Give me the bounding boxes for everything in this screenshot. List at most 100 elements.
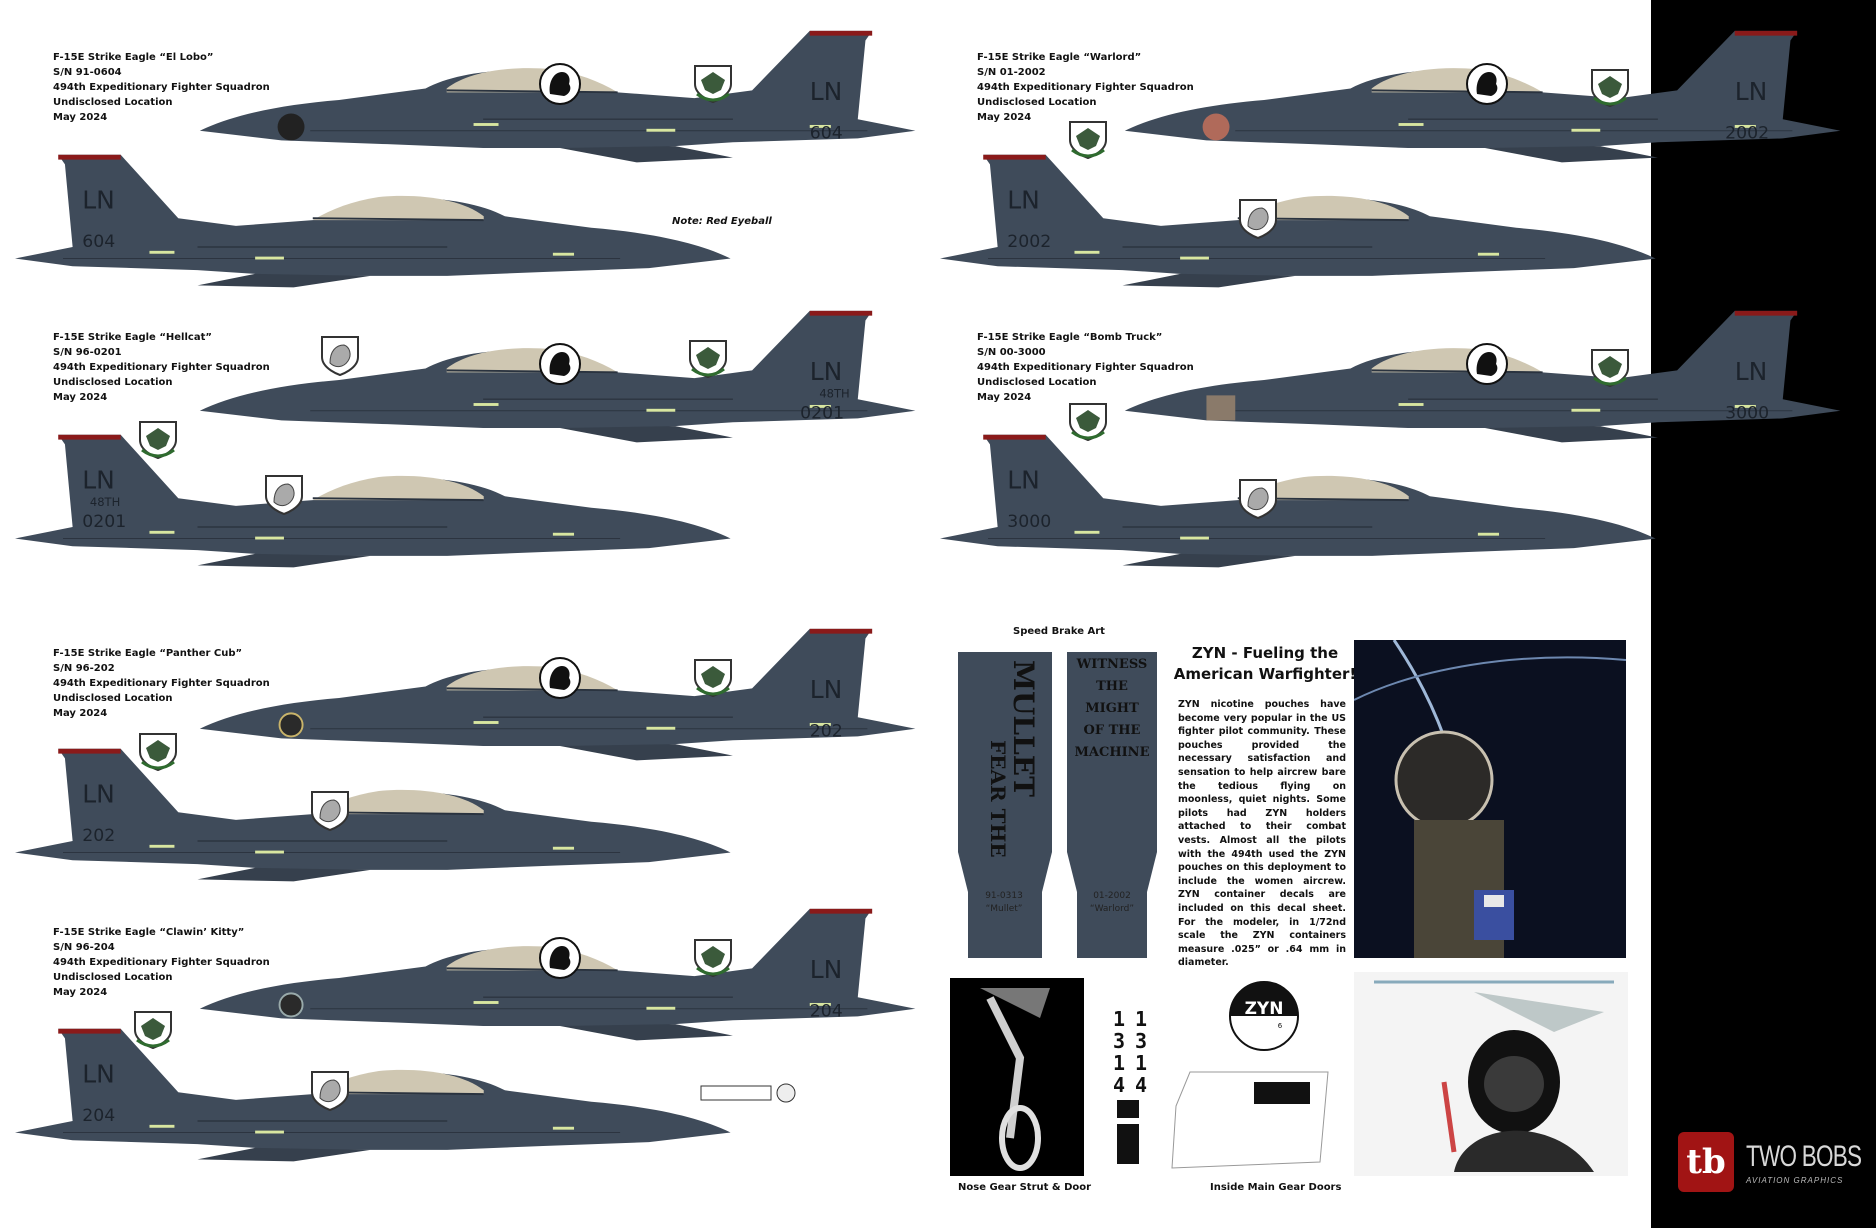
caption-serial: S/N 91-0604 (53, 67, 122, 78)
tail-extra: 48TH (819, 386, 849, 400)
tail-number: 2002 (1725, 123, 1769, 143)
aircraft-1-caption: F-15E Strike Eagle “El Lobo” S/N 91-0604… (53, 50, 270, 125)
caption-location: Undisclosed Location (53, 693, 173, 704)
aircraft-4-profile-left: LN 3000 (1120, 300, 1850, 460)
tail-number: 202 (810, 721, 843, 741)
tail-number: 2002 (1007, 232, 1051, 252)
panther-emblem (1466, 63, 1508, 105)
brake-left-caption: 91-0313 “Mullet” (985, 891, 1023, 914)
aircraft-6-caption: F-15E Strike Eagle “Clawin’ Kitty” S/N 9… (53, 925, 270, 1000)
speed-brake-title: Speed Brake Art (1013, 626, 1105, 637)
tail-code: LN (810, 955, 843, 984)
brake-art-witness: WITNESS THE MIGHT OF THE MACHINE (1074, 657, 1150, 760)
aircraft-6-profile-right: LN 204 (15, 1012, 745, 1182)
panther-emblem (539, 63, 581, 105)
wing-emblem (133, 1010, 173, 1050)
nose-gear-label: Nose Gear Strut & Door (958, 1182, 1092, 1193)
gear-number-left: 1 3 1 4 (1112, 1007, 1126, 1097)
wing-emblem (1068, 402, 1108, 442)
pilot-photo (1354, 972, 1628, 1176)
eagle-emblem (265, 475, 303, 515)
tail-code: LN (82, 466, 115, 495)
zyn-logo-text: ZYN (1245, 999, 1284, 1019)
eagle-emblem (311, 1071, 349, 1111)
tail-number: 604 (82, 232, 115, 252)
tail-extra: 48TH (90, 495, 120, 509)
two-bobs-badge: tb (1678, 1132, 1734, 1192)
brake-right-caption: 01-2002 “Warlord” (1089, 891, 1135, 914)
eagle-emblem (1239, 199, 1277, 239)
caption-serial: S/N 96-202 (53, 663, 115, 674)
caption-date: May 2024 (53, 112, 108, 123)
nose-gear-photo (950, 978, 1084, 1176)
caption-squadron: 494th Expeditionary Fighter Squadron (53, 362, 270, 373)
aircraft-1-profile-left: LN 604 (195, 20, 925, 180)
caption-serial: S/N 96-0201 (53, 347, 122, 358)
eagle-emblem (1239, 479, 1277, 519)
wing-emblem (688, 339, 728, 379)
gear-decal-strip (1117, 1124, 1139, 1164)
caption-location: Undisclosed Location (53, 972, 173, 983)
caption-date: May 2024 (53, 987, 108, 998)
eagle-emblem (311, 791, 349, 831)
caption-location: Undisclosed Location (977, 97, 1097, 108)
tail-number: 204 (82, 1106, 115, 1126)
caption-squadron: 494th Expeditionary Fighter Squadron (977, 362, 1194, 373)
tail-code: LN (810, 357, 843, 386)
tail-number: 0201 (82, 512, 126, 532)
caption-squadron: 494th Expeditionary Fighter Squadron (53, 82, 270, 93)
caption-location: Undisclosed Location (977, 377, 1097, 388)
panther-emblem (539, 343, 581, 385)
caption-title: F-15E Strike Eagle “Clawin’ Kitty” (53, 927, 245, 938)
caption-serial: S/N 00-3000 (977, 347, 1046, 358)
wing-emblem (1068, 120, 1108, 160)
caption-title: F-15E Strike Eagle “Warlord” (977, 52, 1142, 63)
panther-emblem (539, 657, 581, 699)
aircraft-6-profile-left: LN 204 (195, 898, 925, 1058)
wing-emblem (1590, 348, 1630, 388)
caption-title: F-15E Strike Eagle “Bomb Truck” (977, 332, 1163, 343)
aircraft-2-profile-left: LN 2002 (1120, 20, 1850, 180)
tail-number: 202 (82, 826, 115, 846)
caption-squadron: 494th Expeditionary Fighter Squadron (977, 82, 1194, 93)
tail-number: 0201 (800, 403, 844, 423)
zyn-body-text: ZYN nicotine pouches have become very po… (1178, 699, 1346, 969)
caption-date: May 2024 (977, 392, 1032, 403)
tail-number: 3000 (1007, 512, 1051, 532)
tail-number: 3000 (1725, 403, 1769, 423)
tail-code: LN (1007, 466, 1040, 495)
tail-number: 204 (810, 1001, 843, 1021)
wing-emblem (693, 64, 733, 104)
caption-serial: S/N 96-204 (53, 942, 115, 953)
tail-code: LN (810, 77, 843, 106)
tail-number: 604 (810, 123, 843, 143)
note-red-eyeball: Note: Red Eyeball (672, 216, 772, 227)
caption-serial: S/N 01-2002 (977, 67, 1046, 78)
wing-emblem (138, 420, 178, 460)
eagle-emblem (321, 336, 359, 376)
caption-squadron: 494th Expeditionary Fighter Squadron (53, 678, 270, 689)
zyn-logo-sub: 6 (1278, 1022, 1283, 1030)
speed-brake-left (958, 652, 1052, 958)
caption-location: Undisclosed Location (53, 97, 173, 108)
aircraft-2-profile-right: LN 2002 (940, 138, 1670, 308)
caption-date: May 2024 (53, 708, 108, 719)
tail-code: LN (1735, 357, 1768, 386)
wing-emblem (138, 732, 178, 772)
caption-title: F-15E Strike Eagle “Panther Cub” (53, 648, 243, 659)
caption-date: May 2024 (977, 112, 1032, 123)
aircraft-5-profile-right: LN 202 (15, 732, 745, 902)
tail-code: LN (82, 780, 115, 809)
gear-number-right: 1 3 1 4 (1134, 1007, 1148, 1097)
aircraft-2-caption: F-15E Strike Eagle “Warlord” S/N 01-2002… (977, 50, 1194, 125)
two-bobs-name: TWO BOBS (1746, 1140, 1862, 1173)
black-side-strip (1651, 0, 1876, 1228)
brake-art-mullet: MULLET (1007, 660, 1040, 797)
panther-emblem (539, 937, 581, 979)
tail-code: LN (1735, 77, 1768, 106)
aircraft-1-profile-right: LN 604 (15, 138, 745, 308)
wing-emblem (693, 938, 733, 978)
aircraft-5-caption: F-15E Strike Eagle “Panther Cub” S/N 96-… (53, 646, 270, 721)
gear-decal-small (1117, 1100, 1139, 1118)
aircraft-4-caption: F-15E Strike Eagle “Bomb Truck” S/N 00-3… (977, 330, 1194, 405)
